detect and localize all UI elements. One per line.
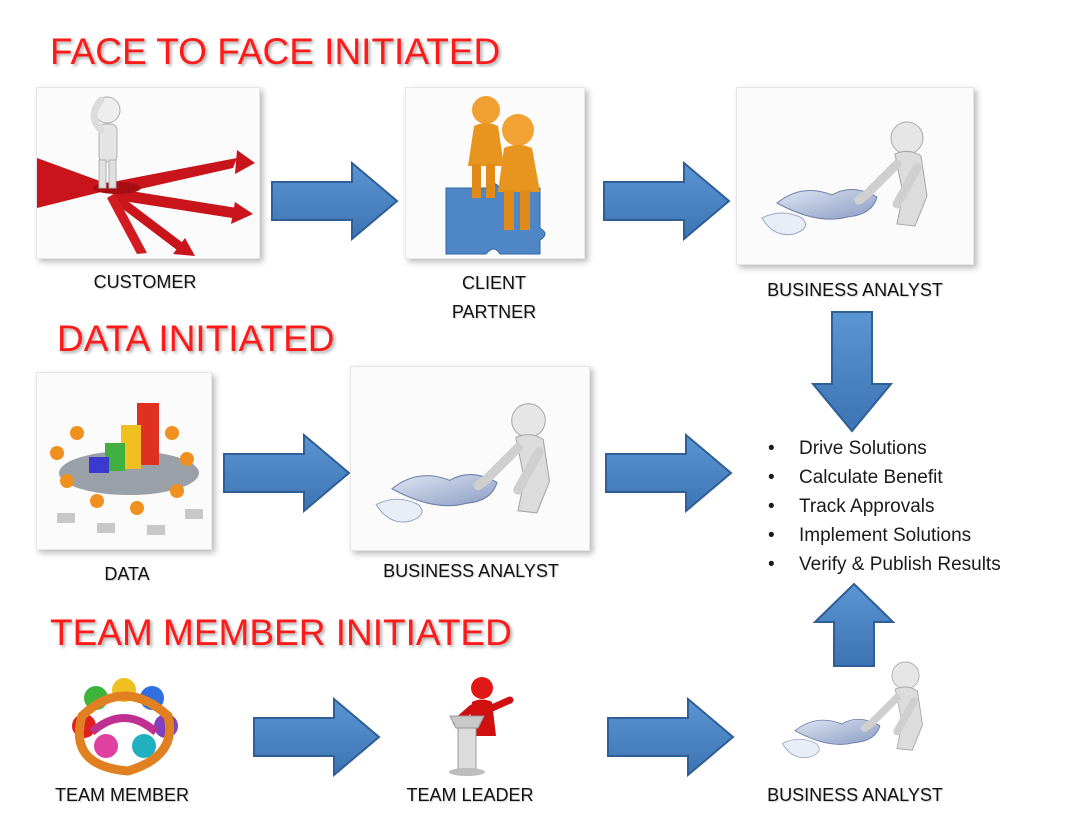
arrow-right-icon	[605, 432, 733, 514]
outcome-text: Track Approvals	[799, 496, 935, 517]
arrow-up-icon	[812, 582, 896, 667]
arrow-right-icon	[607, 696, 735, 778]
arrow-right-icon	[271, 160, 399, 242]
outcome-text: Implement Solutions	[799, 525, 972, 546]
outcome-text: Calculate Benefit	[799, 467, 943, 488]
business-analyst-image-row2	[350, 366, 590, 551]
arrow-down-icon	[810, 311, 894, 433]
list-item: •Implement Solutions	[768, 525, 972, 546]
list-item: •Calculate Benefit	[768, 467, 943, 488]
section-title-face-to-face: FACE TO FACE INITIATED	[50, 31, 501, 72]
customer-label: CUSTOMER	[93, 272, 197, 292]
arrow-right-icon	[253, 696, 381, 778]
client-partner-image	[405, 87, 585, 259]
business-analyst-image-row1	[736, 87, 974, 265]
business-analyst-label-row2: BUSINESS ANALYST	[383, 561, 559, 581]
business-analyst-label-row3: BUSINESS ANALYST	[767, 785, 943, 805]
client-partner-label-line1: CLIENT	[461, 273, 527, 293]
team-leader-label: TEAM LEADER	[406, 785, 534, 805]
team-member-label: TEAM MEMBER	[54, 785, 190, 805]
arrow-right-icon	[603, 160, 731, 242]
team-member-image	[72, 678, 178, 776]
list-item: •Verify & Publish Results	[768, 554, 1001, 575]
outcome-list: •Drive Solutions •Calculate Benefit •Tra…	[768, 434, 1001, 579]
business-analyst-image-row3	[780, 660, 950, 778]
outcome-text: Drive Solutions	[799, 438, 927, 459]
team-leader-image	[449, 677, 514, 776]
arrow-right-icon	[223, 432, 351, 514]
section-title-team-member: TEAM MEMBER INITIATED	[50, 612, 512, 653]
outcome-text: Verify & Publish Results	[799, 554, 1001, 575]
data-image	[36, 372, 212, 550]
list-item: •Track Approvals	[768, 496, 935, 517]
data-label: DATA	[104, 564, 150, 584]
business-analyst-label-row1: BUSINESS ANALYST	[767, 280, 943, 300]
list-item: •Drive Solutions	[768, 438, 927, 459]
client-partner-label-line2: PARTNER	[451, 302, 537, 322]
section-title-data: DATA INITIATED	[57, 318, 335, 359]
customer-image	[36, 87, 260, 259]
